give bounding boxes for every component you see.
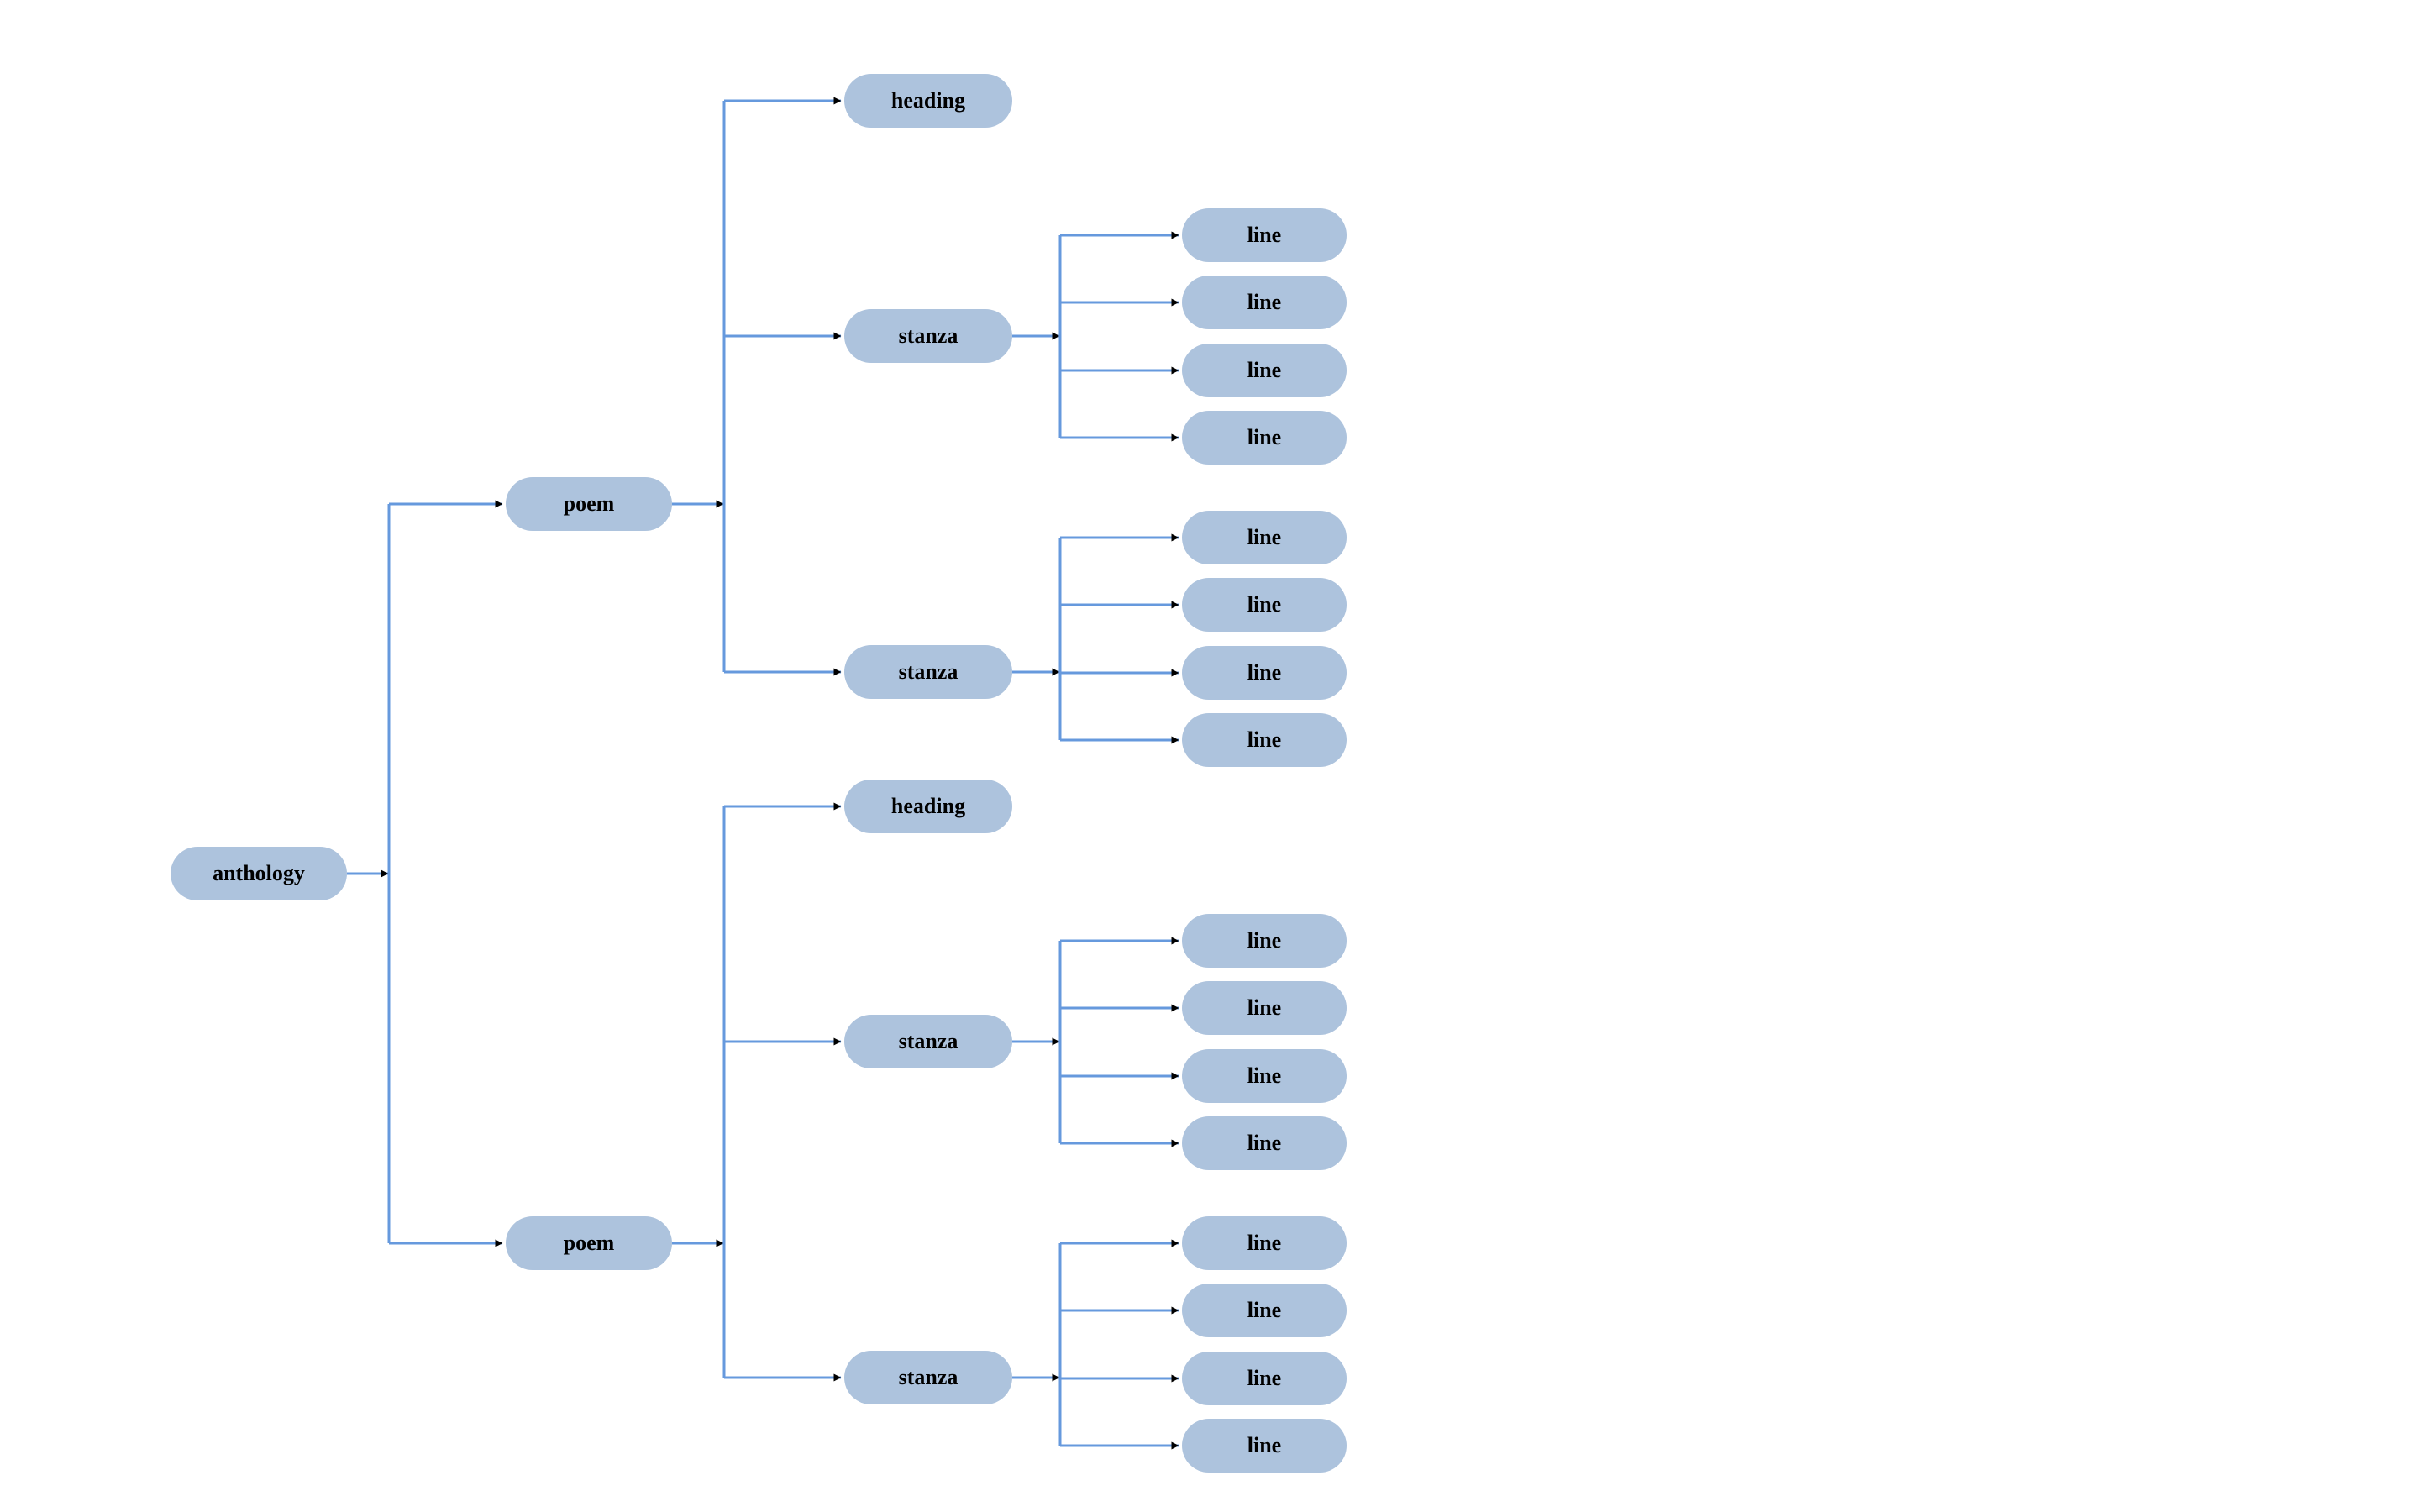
node-label: line xyxy=(1247,727,1282,752)
node-p1-heading[interactable]: heading xyxy=(844,74,1012,128)
node-p1s1-l1[interactable]: line xyxy=(1182,208,1347,262)
node-p2s2-l3[interactable]: line xyxy=(1182,1352,1347,1405)
node-label: line xyxy=(1247,928,1282,953)
node-label: line xyxy=(1247,1063,1282,1088)
node-label: line xyxy=(1247,358,1282,382)
node-label: line xyxy=(1247,995,1282,1020)
node-p1s1-l3[interactable]: line xyxy=(1182,344,1347,397)
node-p2s2-l2[interactable]: line xyxy=(1182,1284,1347,1337)
node-label: line xyxy=(1247,223,1282,247)
node-p2s1-l2[interactable]: line xyxy=(1182,981,1347,1035)
node-p2s1-l1[interactable]: line xyxy=(1182,914,1347,968)
node-label: line xyxy=(1247,290,1282,314)
node-p2s1-l4[interactable]: line xyxy=(1182,1116,1347,1170)
node-label: line xyxy=(1247,1131,1282,1155)
node-label: stanza xyxy=(898,659,959,684)
node-p2-stanza1[interactable]: stanza xyxy=(844,1015,1012,1068)
node-label: line xyxy=(1247,1433,1282,1457)
node-p2s2-l4[interactable]: line xyxy=(1182,1419,1347,1473)
node-p1s1-l2[interactable]: line xyxy=(1182,276,1347,329)
node-label: line xyxy=(1247,592,1282,617)
node-p1s2-l4[interactable]: line xyxy=(1182,713,1347,767)
node-label: stanza xyxy=(898,1029,959,1053)
node-label: heading xyxy=(890,794,966,818)
node-p2-heading[interactable]: heading xyxy=(844,780,1012,833)
node-p1s2-l1[interactable]: line xyxy=(1182,511,1347,564)
node-p2-stanza2[interactable]: stanza xyxy=(844,1351,1012,1404)
node-p1-stanza2[interactable]: stanza xyxy=(844,645,1012,699)
node-label: stanza xyxy=(898,323,959,348)
node-poem1[interactable]: poem xyxy=(506,477,672,531)
node-label: line xyxy=(1247,1366,1282,1390)
node-label: anthology xyxy=(213,861,305,885)
node-label: line xyxy=(1247,660,1282,685)
node-label: line xyxy=(1247,1298,1282,1322)
node-label: line xyxy=(1247,425,1282,449)
node-label: poem xyxy=(563,491,615,516)
node-label: line xyxy=(1247,525,1282,549)
node-poem2[interactable]: poem xyxy=(506,1216,672,1270)
node-p2s1-l3[interactable]: line xyxy=(1182,1049,1347,1103)
node-anthology[interactable]: anthology xyxy=(171,847,347,900)
node-label: line xyxy=(1247,1231,1282,1255)
node-p1s2-l3[interactable]: line xyxy=(1182,646,1347,700)
node-label: heading xyxy=(890,88,966,113)
node-label: poem xyxy=(563,1231,615,1255)
node-label: stanza xyxy=(898,1365,959,1389)
node-p1-stanza1[interactable]: stanza xyxy=(844,309,1012,363)
node-p1s1-l4[interactable]: line xyxy=(1182,411,1347,465)
node-p1s2-l2[interactable]: line xyxy=(1182,578,1347,632)
node-p2s2-l1[interactable]: line xyxy=(1182,1216,1347,1270)
